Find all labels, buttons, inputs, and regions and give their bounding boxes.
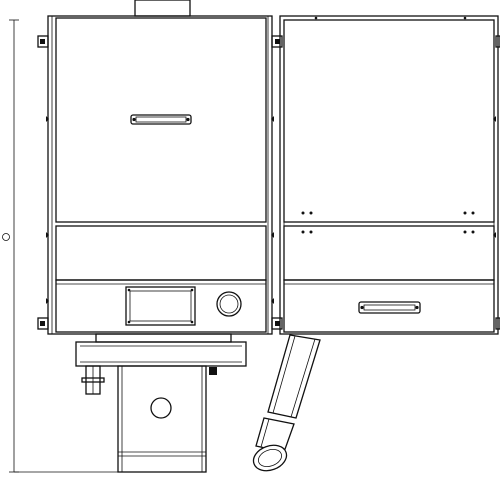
motor-port-icon [150,397,172,419]
boiler-control-panel [55,279,267,333]
pellet-hopper [279,15,500,335]
screw-hole-icons [301,16,475,234]
boiler-outer-casing [47,15,273,335]
circle-marker-icon [2,233,10,241]
hopper-upper-lid [283,19,495,223]
feed-auger [252,334,321,472]
drawer-handle-icon [358,301,421,314]
hopper-ash-drawer [283,279,495,333]
display-window-icon [125,286,196,326]
burner-motor [117,365,207,473]
hopper-bracket-icons [493,35,500,330]
boiler-middle-panel [55,225,267,281]
boiler-unit [37,15,283,335]
hopper-outer-casing [279,15,499,335]
flue-stub [134,0,191,17]
side-motor [81,365,105,395]
mounting-bracket-icons [37,35,283,330]
vertical-dimension-line [2,19,120,473]
inspection-port-icon [216,291,242,317]
upper-door-handle-icon [130,114,192,125]
boiler-upper-door [55,17,267,223]
burner-flange [75,333,247,375]
hopper-middle-section [283,225,495,281]
